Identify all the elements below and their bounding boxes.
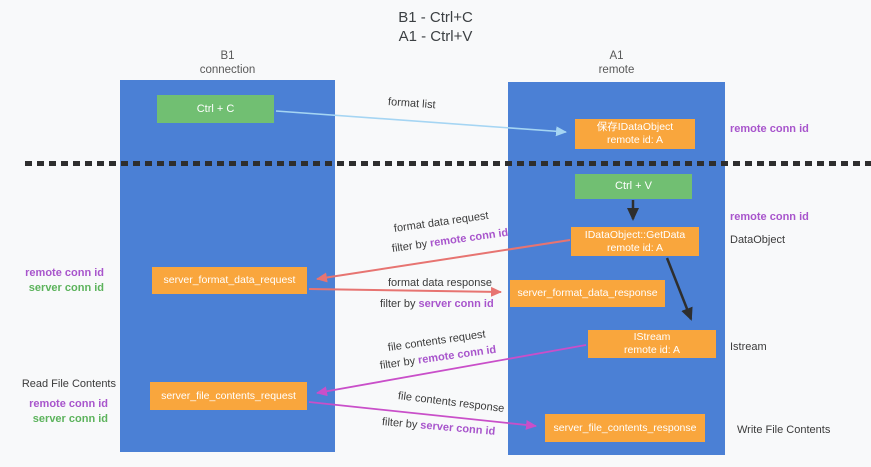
idataobject-getdata-line2: remote id: A xyxy=(606,241,664,254)
edge-label-format-data-response: format data response xyxy=(388,277,492,289)
server-format-data-request-box: server_format_data_request xyxy=(152,267,307,294)
lane-a1-name: A1 xyxy=(609,50,624,62)
arrow-format-data-response xyxy=(308,286,502,297)
read-file-contents-label: Read File Contents xyxy=(21,378,116,390)
save-idataobject-line1: 保存IDataObject xyxy=(596,121,674,133)
idataobject-getdata-box: IDataObject::GetData remote id: A xyxy=(571,227,699,256)
diagram-title: B1 - Ctrl+C A1 - Ctrl+V xyxy=(0,8,871,46)
diagram-title-line1: B1 - Ctrl+C xyxy=(398,9,473,26)
left-remote-conn-id-file: remote conn id xyxy=(29,398,108,410)
left-remote-conn-id-format: remote conn id xyxy=(25,267,104,279)
right-remote-conn-id-mid: remote conn id xyxy=(730,211,809,223)
server-file-contents-request-box: server_file_contents_request xyxy=(150,382,307,410)
right-remote-conn-id-top: remote conn id xyxy=(730,123,809,135)
server-file-contents-request-label: server_file_contents_request xyxy=(161,389,296,402)
save-idataobject-line2: remote id: A xyxy=(606,134,664,146)
lane-header-a1: A1 remote xyxy=(508,49,725,77)
edge-label-format-list: format list xyxy=(387,96,436,112)
diagram-title-line2: A1 - Ctrl+V xyxy=(398,28,473,45)
lane-header-b1: B1 connection xyxy=(120,49,335,77)
istream-box: IStream remote id: A xyxy=(588,330,716,358)
idataobject-getdata-line1: IDataObject::GetData xyxy=(584,228,686,241)
phase-divider-dashed-line xyxy=(25,161,871,166)
server-file-contents-response-box: server_file_contents_response xyxy=(545,414,705,442)
ctrl-v-button: Ctrl + V xyxy=(575,174,692,199)
server-format-data-response-box: server_format_data_response xyxy=(510,280,665,307)
lane-b1-role: connection xyxy=(199,64,256,76)
istream-line1: IStream xyxy=(633,331,671,343)
ctrl-c-button: Ctrl + C xyxy=(157,95,274,123)
left-server-conn-id-format: server conn id xyxy=(28,282,104,294)
left-server-conn-id-file: server conn id xyxy=(32,413,108,425)
server-format-data-response-label: server_format_data_response xyxy=(517,287,658,299)
istream-side-label: Istream xyxy=(730,341,767,353)
server-file-contents-response-label: server_file_contents_response xyxy=(553,421,697,434)
edge-label-file-contents-response: file contents response xyxy=(397,390,505,415)
istream-line2: remote id: A xyxy=(623,344,681,356)
left-conn-id-group-format: remote conn id server conn id xyxy=(0,266,104,296)
left-conn-id-group-file: remote conn id server conn id xyxy=(0,397,108,427)
lane-b1-name: B1 xyxy=(220,50,235,62)
lane-a1-role: remote xyxy=(598,64,635,76)
dataobject-label: DataObject xyxy=(730,234,786,246)
server-format-data-request-label: server_format_data_request xyxy=(163,274,296,286)
ctrl-v-label: Ctrl + V xyxy=(615,180,652,192)
ctrl-c-label: Ctrl + C xyxy=(196,102,235,115)
write-file-contents-label: Write File Contents xyxy=(737,424,831,436)
save-idataobject-box: 保存IDataObject remote id: A xyxy=(575,119,695,149)
